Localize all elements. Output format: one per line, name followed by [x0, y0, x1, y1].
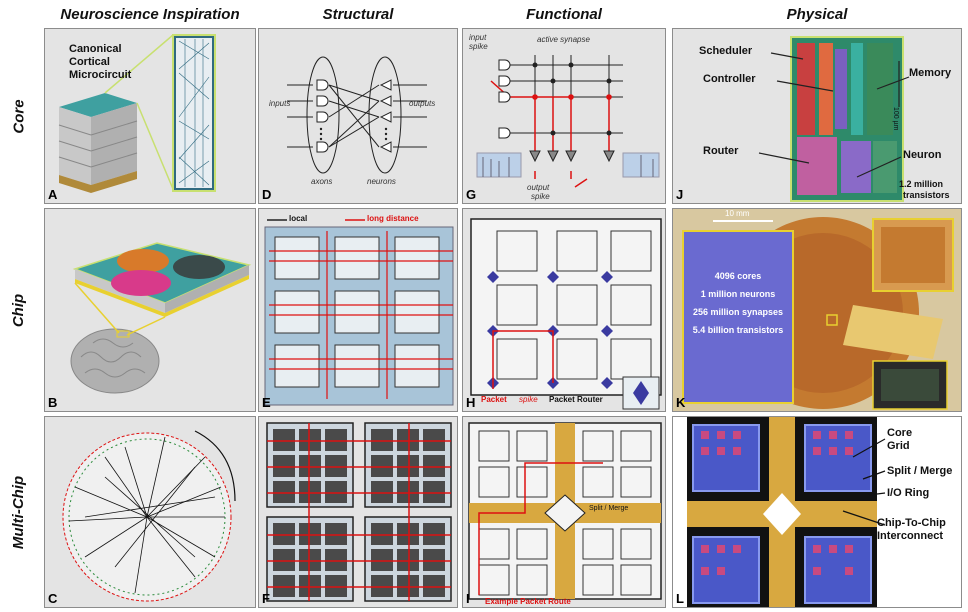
panel-j-scale-label: 100 µm: [892, 107, 899, 131]
panel-a-title-line1: Canonical: [69, 43, 122, 55]
panel-letter-i: I: [466, 591, 470, 606]
panel-letter-l: L: [676, 591, 684, 606]
panel-k-chip-physical: 10 mm 4096 cores 1 million neurons 256 m…: [672, 208, 962, 412]
panel-letter-k: K: [676, 395, 685, 410]
panel-i-example-route-label: Example Packet Route: [485, 597, 571, 606]
panel-letter-g: G: [466, 187, 476, 202]
column-header-physical: Physical: [672, 6, 962, 23]
row-header-multichip: Multi-Chip: [4, 416, 34, 608]
panel-k-stat-synapses: 256 million synapses: [685, 307, 791, 317]
panel-g-input-spike-line2: spike: [469, 42, 488, 51]
panel-j-core-physical: Scheduler Controller Memory Router Neuro…: [672, 28, 962, 204]
panel-i-multichip-function: Split / Merge Example Packet Route I: [462, 416, 666, 608]
panel-g-input-spike-line1: input: [469, 33, 486, 42]
panel-d-axons-label: axons: [311, 177, 332, 186]
row-header-core: Core: [4, 28, 34, 204]
row-header-multichip-label: Multi-Chip: [11, 475, 28, 548]
panel-letter-a: A: [48, 187, 57, 202]
core-crossbar-diagram: [259, 29, 458, 204]
panel-f-multichip-structure: F: [258, 416, 458, 608]
row-header-chip: Chip: [4, 208, 34, 412]
panel-l-c2c-line1: Chip-To-Chip: [877, 517, 946, 529]
panel-j-transistors-line1: 1.2 million: [899, 179, 943, 189]
panel-e-chip-structure: local long distance E: [258, 208, 458, 412]
panel-j-controller-label: Controller: [703, 73, 756, 85]
panel-letter-h: H: [466, 395, 475, 410]
connectome-wheel: [45, 417, 256, 608]
panel-d-inputs-label: inputs: [269, 99, 290, 108]
panel-letter-d: D: [262, 187, 271, 202]
panel-h-packet-label: Packet: [481, 395, 507, 404]
panel-g-output-spike-line2: spike: [531, 192, 550, 201]
row-header-core-label: Core: [11, 99, 28, 133]
panel-l-multichip-physical: Core Grid Split / Merge I/O Ring Chip-To…: [672, 416, 962, 608]
core-function-diagram: [463, 29, 666, 204]
panel-a-title-line3: Microcircuit: [69, 69, 131, 81]
column-header-neuroscience: Neuroscience Inspiration: [44, 6, 256, 23]
panel-letter-j: J: [676, 187, 683, 202]
cortex-sheet-illustration: [45, 209, 256, 412]
panel-j-transistors-line2: transistors: [903, 190, 950, 200]
panel-l-core-grid-line2: Grid: [887, 440, 910, 452]
panel-j-neuron-label: Neuron: [903, 149, 942, 161]
panel-k-stat-cores: 4096 cores: [685, 271, 791, 281]
panel-k-stat-transistors: 5.4 billion transistors: [685, 325, 791, 335]
column-header-functional: Functional: [462, 6, 666, 23]
panel-j-router-label: Router: [703, 145, 738, 157]
panel-letter-b: B: [48, 395, 57, 410]
panel-c-connectome: C: [44, 416, 256, 608]
panel-a-title-line2: Cortical: [69, 56, 110, 68]
panel-l-core-grid-line1: Core: [887, 427, 912, 439]
panel-b-brain-cortex: B: [44, 208, 256, 412]
panel-e-legend-long-distance: long distance: [367, 214, 419, 223]
panel-g-active-synapse-label: active synapse: [537, 35, 590, 44]
multichip-board-layout: [673, 417, 962, 608]
panel-j-scheduler-label: Scheduler: [699, 45, 752, 57]
multichip-structure-grid: [259, 417, 458, 608]
panel-j-memory-label: Memory: [909, 67, 951, 79]
panel-l-c2c-line2: Interconnect: [877, 530, 943, 542]
panel-d-neurons-label: neurons: [367, 177, 396, 186]
panel-l-io-ring-label: I/O Ring: [887, 487, 929, 499]
panel-g-core-function: input spike active synapse output spike …: [462, 28, 666, 204]
chip-routing-diagram: [463, 209, 666, 412]
column-header-structural: Structural: [258, 6, 458, 23]
panel-k-scale-label: 10 mm: [725, 209, 749, 218]
panel-letter-f: F: [262, 591, 270, 606]
panel-letter-c: C: [48, 591, 57, 606]
row-header-chip-label: Chip: [11, 293, 28, 326]
panel-d-outputs-label: outputs: [409, 99, 435, 108]
chip-structure-grid: [259, 209, 458, 412]
panel-h-packet-router-label: Packet Router: [549, 395, 603, 404]
panel-h-spike-label: spike: [519, 395, 538, 404]
panel-h-chip-function: Packet spike Packet Router H: [462, 208, 666, 412]
panel-l-split-merge-label: Split / Merge: [887, 465, 952, 477]
panel-k-stat-neurons: 1 million neurons: [685, 289, 791, 299]
panel-d-core-structure: inputs outputs axons neurons D: [258, 28, 458, 204]
panel-g-output-spike-line1: output: [527, 183, 549, 192]
panel-letter-e: E: [262, 395, 271, 410]
panel-a-cortical-microcircuit: Canonical Cortical Microcircuit A: [44, 28, 256, 204]
panel-e-legend-local: local: [289, 214, 307, 223]
panel-i-split-merge-label: Split / Merge: [589, 505, 628, 512]
multichip-routing-diagram: [463, 417, 666, 608]
